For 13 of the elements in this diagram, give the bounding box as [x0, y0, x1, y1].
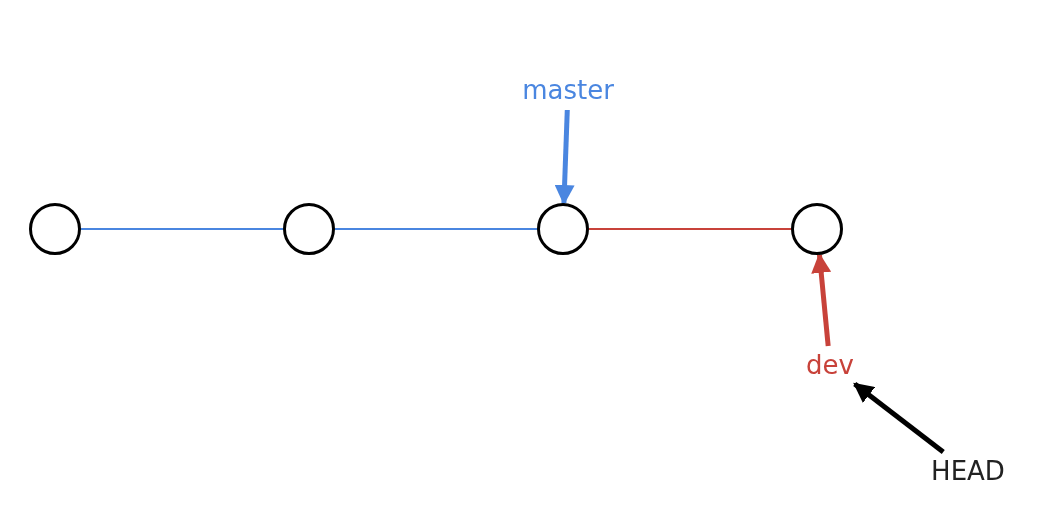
arrow: [853, 382, 945, 454]
branch-label: HEAD: [931, 456, 1005, 486]
branch-line: [588, 228, 792, 230]
arrow: [811, 252, 832, 347]
arrow: [554, 109, 575, 205]
commit-circle: [29, 203, 81, 255]
commit-circle: [791, 203, 843, 255]
commit-circle: [537, 203, 589, 255]
branch-label: master: [522, 75, 614, 105]
commit-circle: [283, 203, 335, 255]
branch-line: [80, 228, 284, 230]
branch-line: [334, 228, 538, 230]
branch-label: dev: [806, 350, 854, 380]
